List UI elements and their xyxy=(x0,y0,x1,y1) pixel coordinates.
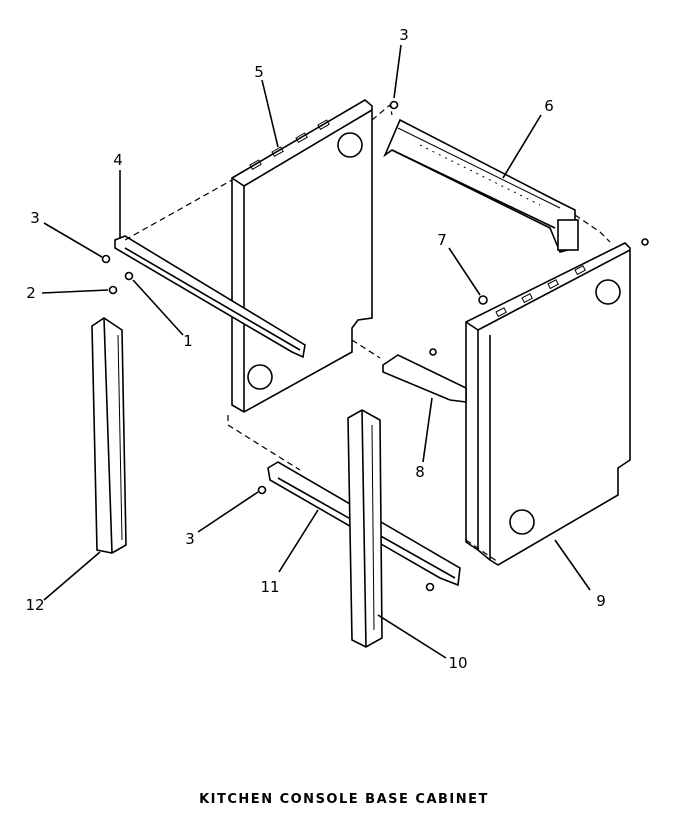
callout-8: 8 xyxy=(415,463,425,481)
washer-icon xyxy=(124,271,134,281)
fasteners xyxy=(101,100,649,592)
diagram-caption: KITCHEN CONSOLE BASE CABINET xyxy=(199,792,489,807)
center-post xyxy=(347,409,383,648)
screw-icon xyxy=(641,238,649,246)
floor-bracket xyxy=(382,354,467,403)
right-side-panel xyxy=(465,242,631,566)
plug-button-icon xyxy=(478,295,488,305)
callout-3-top: 3 xyxy=(399,26,409,44)
callout-12: 12 xyxy=(25,596,44,614)
left-front-post xyxy=(91,317,127,554)
callout-4: 4 xyxy=(113,151,123,169)
left-side-panel xyxy=(231,99,373,413)
screw-icon xyxy=(389,100,399,110)
callout-3-left: 3 xyxy=(30,209,40,227)
screw-icon xyxy=(108,285,118,295)
callout-10: 10 xyxy=(448,654,467,672)
callout-9: 9 xyxy=(596,592,606,610)
screw-icon xyxy=(429,348,437,356)
rear-rail xyxy=(383,118,579,253)
callout-6: 6 xyxy=(544,97,554,115)
screw-icon xyxy=(425,582,435,592)
callout-2: 2 xyxy=(26,284,36,302)
callout-1: 1 xyxy=(183,332,193,350)
callout-7: 7 xyxy=(437,231,447,249)
leader-lines xyxy=(41,44,591,659)
screw-icon xyxy=(101,254,111,264)
callout-labels: 3 5 6 4 3 7 2 1 8 3 11 9 12 10 xyxy=(25,26,605,672)
callout-5: 5 xyxy=(254,63,264,81)
callout-3-bottom: 3 xyxy=(185,530,195,548)
upper-rail xyxy=(114,235,306,359)
screw-icon xyxy=(257,485,267,495)
callout-11: 11 xyxy=(260,578,279,596)
